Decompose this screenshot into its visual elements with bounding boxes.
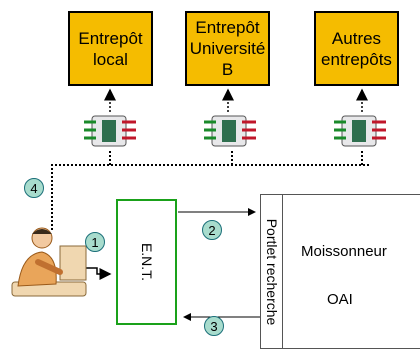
repository-universite-b-label: Entrepôt Université B — [189, 18, 266, 79]
user-at-computer-icon — [11, 227, 87, 297]
step-4-badge: 4 — [24, 178, 44, 198]
harvester-box: Moissonneur OAI — [282, 194, 420, 349]
server-icon-2 — [204, 115, 256, 147]
server-icon-1 — [84, 115, 136, 147]
harvester-line2: OAI — [327, 291, 353, 308]
ent-box: E.N.T. — [116, 199, 177, 325]
ent-label: E.N.T. — [138, 242, 155, 282]
step-3-badge: 3 — [204, 316, 224, 336]
dotted-link-user — [51, 164, 370, 230]
arrow-user-to-ent — [86, 267, 112, 280]
repository-autres: Autres entrepôts — [314, 11, 399, 86]
portlet-recherche-label: Portlet recherche — [263, 218, 280, 325]
repository-local-label: Entrepôt local — [78, 28, 143, 69]
repository-universite-b: Entrepôt Université B — [185, 11, 270, 86]
portlet-recherche: Portlet recherche — [260, 194, 282, 349]
repository-local: Entrepôt local — [68, 11, 153, 86]
repository-autres-label: Autres entrepôts — [321, 28, 392, 69]
server-icon-3 — [334, 115, 386, 147]
step-1-badge: 1 — [85, 232, 105, 252]
step-2-badge: 2 — [202, 220, 222, 240]
harvester-line1: Moissonneur — [301, 243, 387, 260]
